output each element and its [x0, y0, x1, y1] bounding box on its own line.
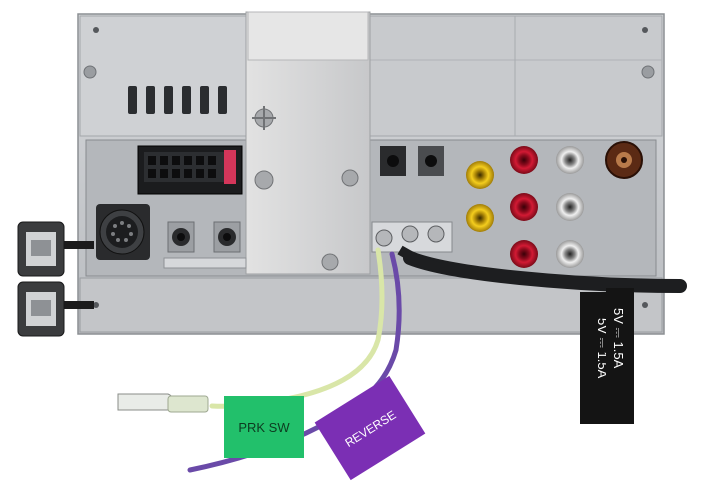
spade-connector: [117, 393, 209, 413]
usb-connector: [17, 221, 94, 337]
usb-cable: [397, 245, 687, 293]
center-bracket: [245, 11, 371, 275]
aux-jacks: [163, 146, 444, 269]
chassis-screw: [83, 27, 655, 79]
rca-jacks: [466, 141, 643, 268]
harness-connector: [137, 145, 243, 195]
usb-tag-left: 5V ⎓ 1.5A: [580, 292, 610, 424]
din-connector: [96, 204, 150, 260]
usb-tag-right-text: 5V ⎓ 1.5A: [611, 308, 626, 369]
prk-sw-label: PRK SW: [238, 420, 290, 435]
reverse-tag: REVERSE: [314, 375, 426, 481]
prk-sw-tag: PRK SW: [224, 396, 304, 458]
terminal-block: [371, 221, 453, 253]
vent-slots: [128, 86, 227, 114]
usb-tag-right: 5V ⎓ 1.5A: [606, 288, 634, 424]
